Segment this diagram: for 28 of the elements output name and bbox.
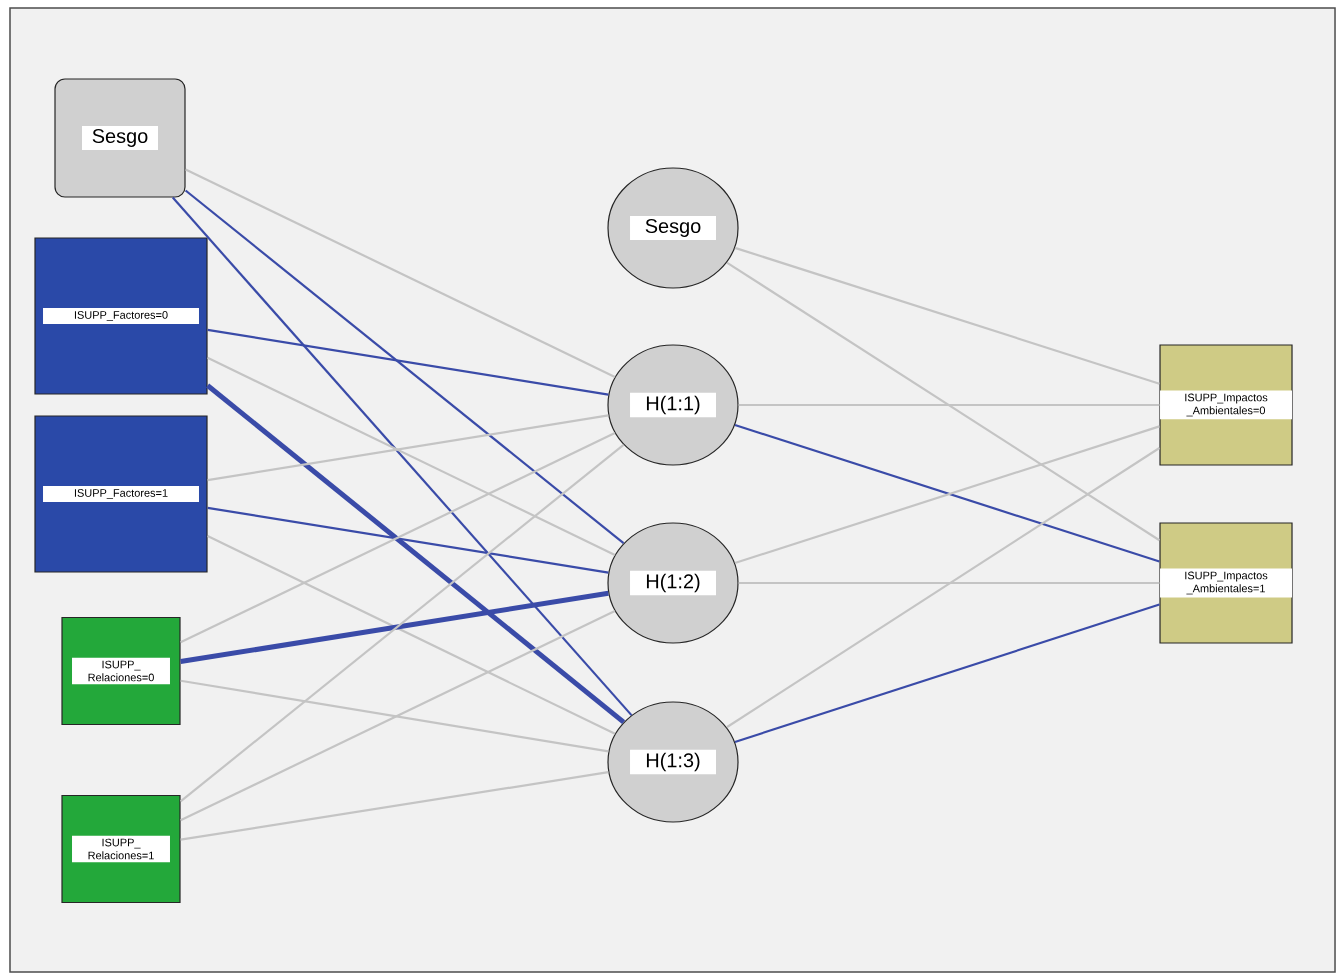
connection-line xyxy=(207,535,616,735)
connection-line xyxy=(738,403,1160,407)
connection-line xyxy=(171,196,633,716)
bias-box: Sesgo xyxy=(54,78,186,198)
output-box: ISUPP_Impactos _Ambientales=1 xyxy=(1159,522,1293,644)
connection-line xyxy=(180,610,616,822)
connection-line xyxy=(738,581,1160,585)
connection-line xyxy=(734,603,1160,743)
connection-line xyxy=(726,261,1160,542)
input-box: ISUPP_ Relaciones=1 xyxy=(61,794,181,904)
connection-line xyxy=(180,432,616,644)
output-box: ISUPP_Impactos _Ambientales=0 xyxy=(1159,344,1293,466)
connection-line xyxy=(180,590,609,665)
connection-line xyxy=(206,383,626,725)
connection-line xyxy=(180,679,609,753)
connection-line xyxy=(179,443,625,803)
connection-line xyxy=(734,246,1160,385)
connection-line xyxy=(207,506,609,574)
connection-line xyxy=(207,356,616,556)
input-box: ISUPP_Factores=0 xyxy=(34,237,208,395)
connection-line xyxy=(180,771,609,841)
input-box: ISUPP_ Relaciones=0 xyxy=(61,616,181,726)
connection-line xyxy=(184,189,625,545)
connection-line xyxy=(726,447,1160,729)
connection-line xyxy=(185,168,616,378)
input-box: ISUPP_Factores=1 xyxy=(34,415,208,573)
connection-line xyxy=(207,414,609,482)
connection-line xyxy=(207,328,609,396)
